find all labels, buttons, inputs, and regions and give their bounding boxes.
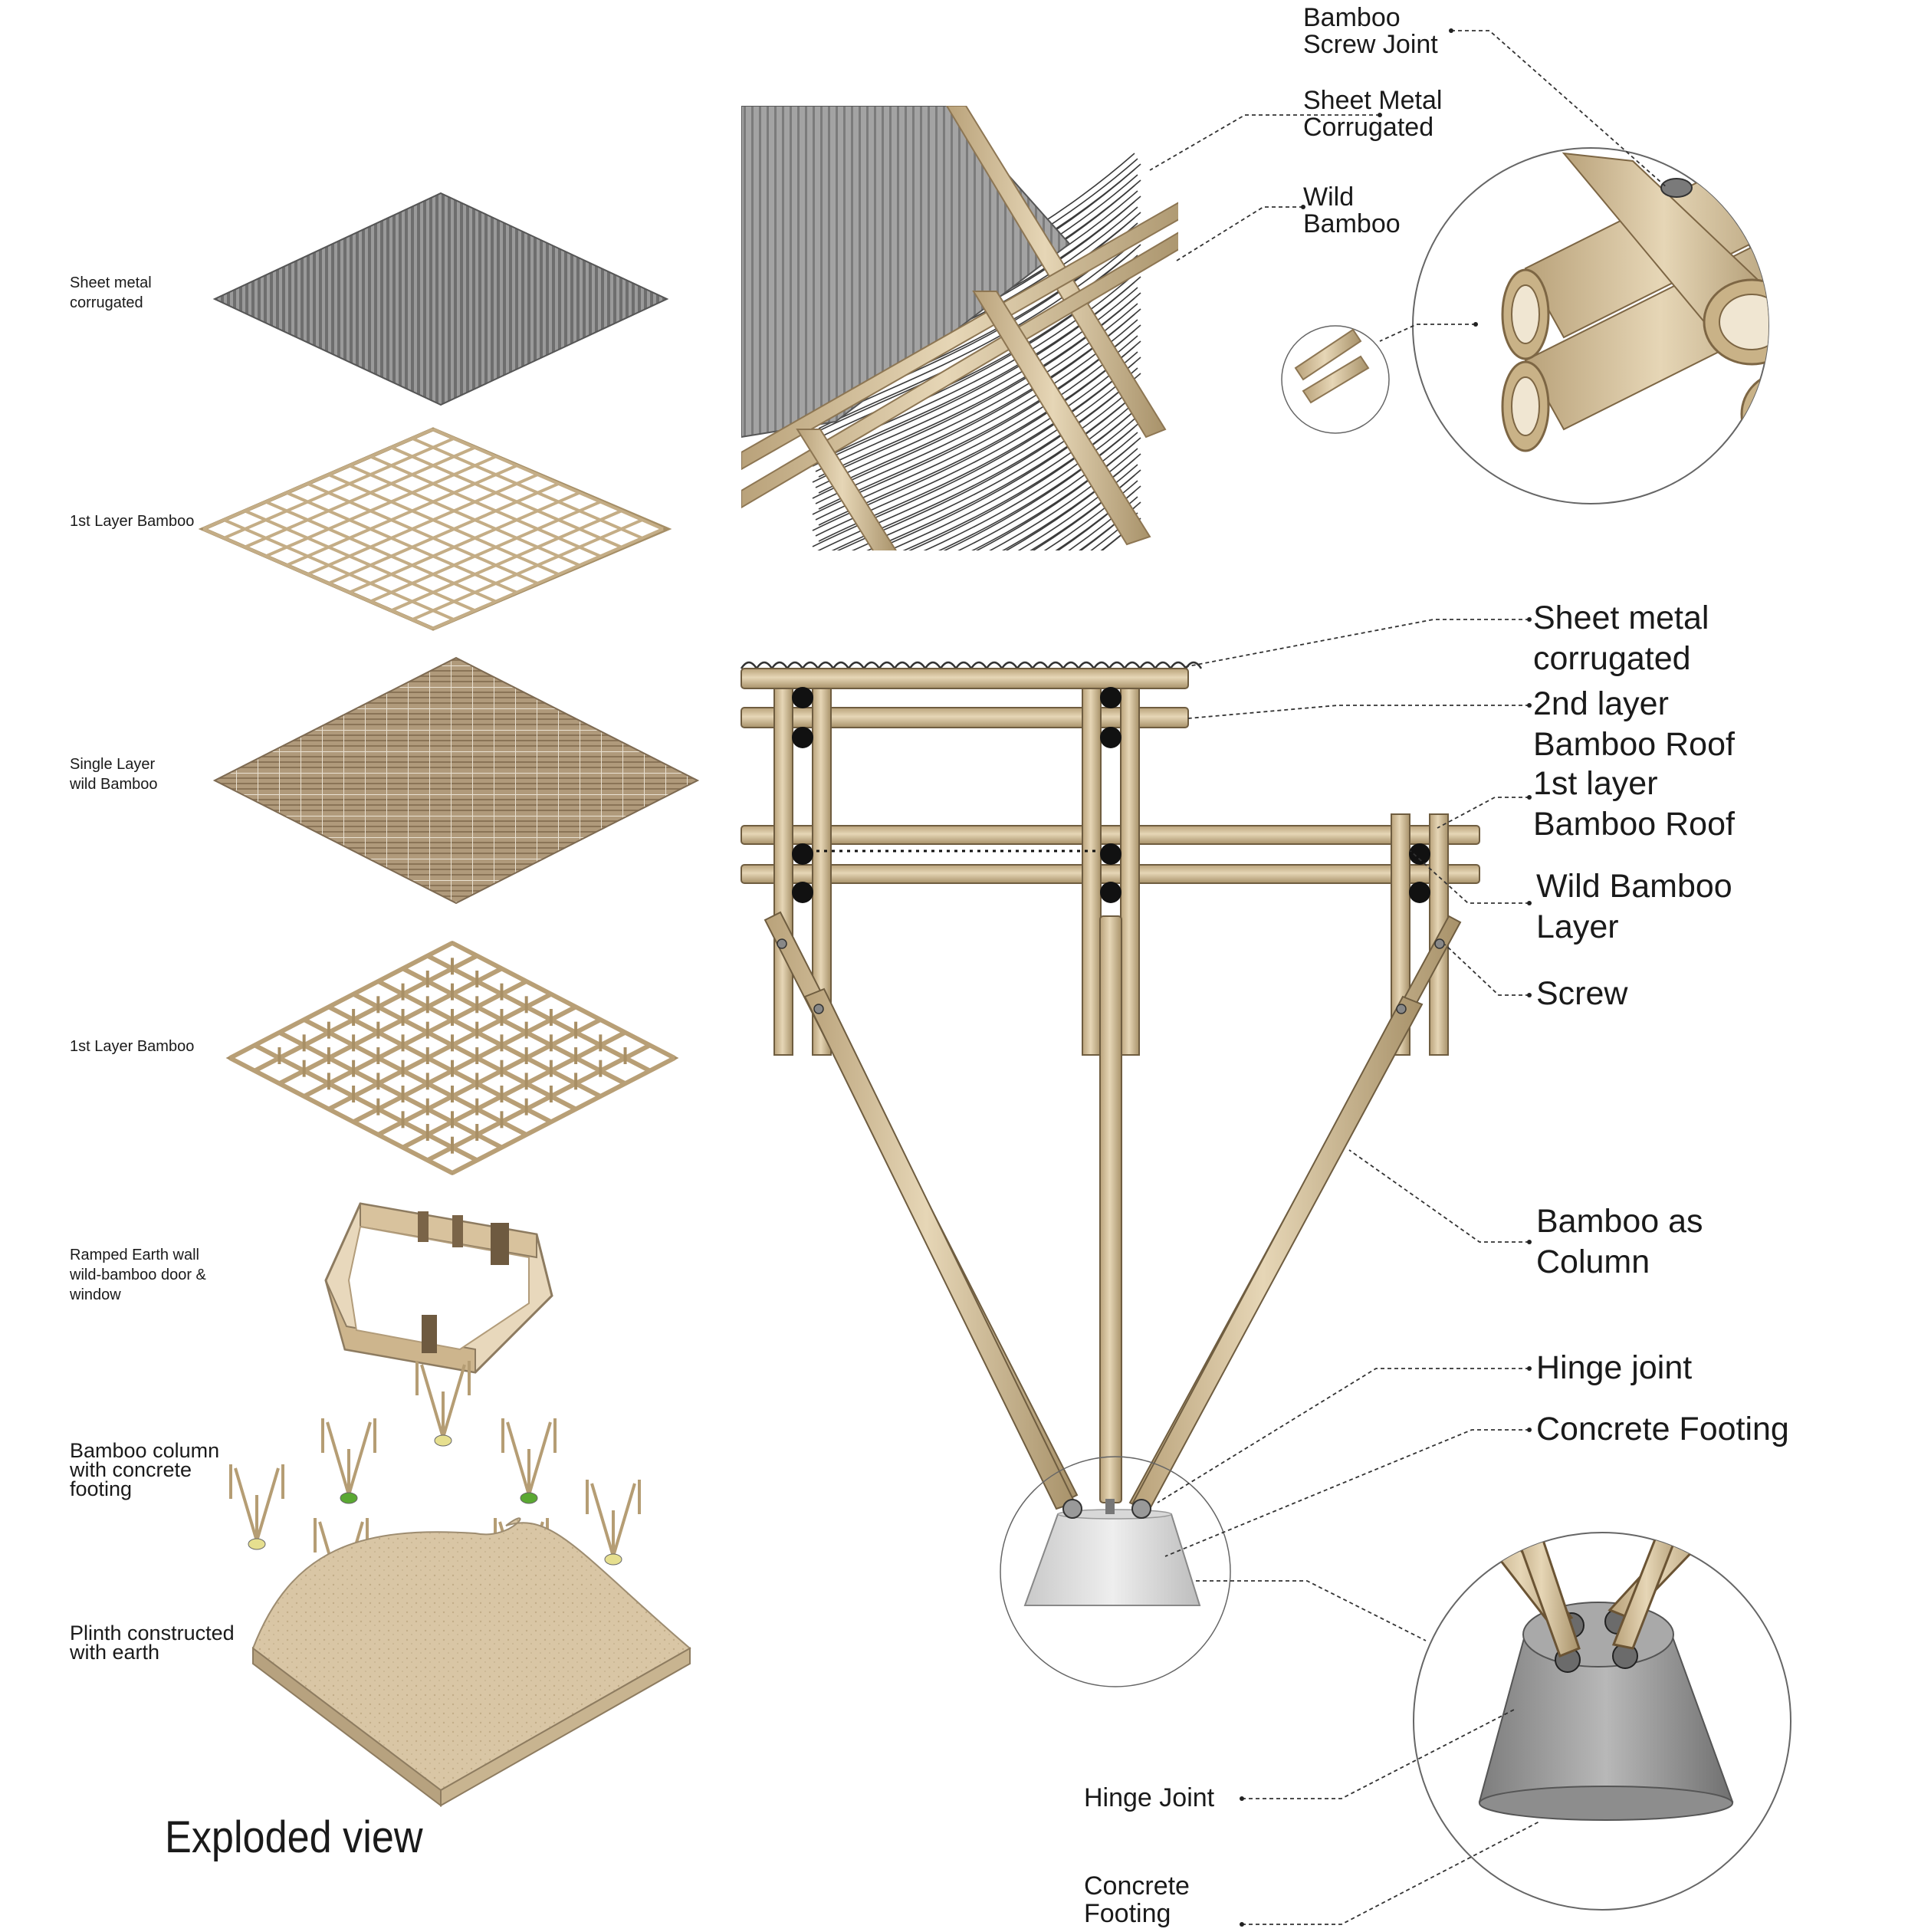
beam-top: [741, 668, 1189, 689]
thatch-strand: [975, 442, 1135, 550]
column-group: [764, 911, 1462, 1510]
joint-dot: [1409, 882, 1430, 903]
exploded-column: [229, 1464, 284, 1550]
elevation-footing: [1023, 1499, 1201, 1606]
beam-3: [741, 825, 1480, 845]
joint-dot: [1100, 687, 1121, 708]
label-exploded-plinth: Plinth constructed with earth: [70, 1622, 235, 1664]
footing-zoom: [1413, 1532, 1791, 1911]
label-roof-sheet-metal: Sheet Metal Corrugated: [1303, 86, 1443, 142]
beam-2: [741, 707, 1189, 728]
label-elev-wild-layer: Wild Bamboo Layer: [1536, 868, 1732, 945]
label-exploded-wild-bamboo: Single Layer wild Bamboo: [70, 756, 158, 793]
grid-b: [228, 941, 676, 1175]
exploded-bamboo-grid-1: [198, 427, 672, 631]
thatch-strand: [817, 367, 1138, 550]
grid-a: [202, 428, 664, 630]
screw-joint-pieces: [1294, 328, 1370, 404]
leader-dots: [1240, 28, 1532, 1927]
label-elev-footing: Concrete Footing: [1536, 1411, 1789, 1447]
thatch-strand: [1005, 458, 1135, 550]
elevation-sheet-profile: [740, 661, 1203, 671]
thatch-strand: [815, 303, 1138, 488]
label-screw-joint: Bamboo Screw Joint: [1303, 3, 1438, 59]
exploded-bamboo-grid-2: [225, 941, 679, 1175]
thatch-strand: [1057, 491, 1135, 550]
label-roof-wild-bamboo: Wild Bamboo: [1303, 182, 1401, 238]
exploded-column: [586, 1480, 641, 1566]
thatch-strand: [1079, 507, 1135, 550]
label-exploded-columns: Bamboo column with concrete footing: [70, 1439, 220, 1500]
exploded-plinth: [251, 1517, 691, 1808]
label-footing-concrete: Concrete Footing: [1084, 1871, 1190, 1928]
label-elev-sheet-metal: Sheet metal corrugated: [1533, 600, 1709, 677]
beam-4: [741, 864, 1480, 884]
joint-dot: [1100, 843, 1121, 865]
exploded-wild-bamboo: [212, 656, 700, 905]
thatch-strand: [1032, 475, 1135, 550]
label-exploded-sheet-metal: Sheet metal corrugated: [70, 274, 152, 311]
joint-dot: [792, 727, 813, 748]
label-exploded-earth-wall: Ramped Earth wall wild-bamboo door & win…: [70, 1247, 206, 1303]
elevation: [740, 661, 1480, 1687]
thatch-strand: [851, 383, 1138, 550]
label-exploded-bamboo-2: 1st Layer Bamboo: [70, 1038, 195, 1055]
label-elev-screw: Screw: [1536, 975, 1628, 1012]
thatch-strand: [812, 297, 1135, 483]
exploded-earth-wall: [324, 1202, 553, 1374]
label-elev-column: Bamboo as Column: [1536, 1203, 1703, 1280]
label-elev-roof-1: 1st layer Bamboo Roof: [1533, 765, 1735, 843]
leader-lines: [1149, 30, 1668, 1925]
exploded-sheet-metal: [212, 192, 669, 406]
thatch-strand: [1068, 496, 1138, 550]
exploded-column: [415, 1361, 471, 1447]
label-exploded-bamboo-1: 1st Layer Bamboo: [70, 513, 195, 530]
thatch-strand: [1043, 480, 1138, 550]
label-elev-hinge: Hinge joint: [1536, 1349, 1693, 1386]
joint-dot: [792, 843, 813, 865]
label-elev-roof-2: 2nd layer Bamboo Roof: [1533, 685, 1735, 763]
joint-dots: [792, 687, 1430, 903]
exploded-column: [321, 1418, 376, 1504]
joint-dot: [792, 882, 813, 903]
joint-dot: [1409, 843, 1430, 865]
thatch-strand: [812, 362, 1135, 547]
footing-magnifier: [1000, 1456, 1231, 1687]
joint-dot: [1100, 882, 1121, 903]
thatch-strand: [1017, 464, 1138, 550]
exploded-column: [501, 1418, 557, 1504]
exploded-view-title: Exploded view: [165, 1812, 423, 1862]
thatch-strand: [836, 378, 1135, 550]
joint-dot: [1100, 727, 1121, 748]
exploded-view: [198, 192, 700, 1808]
roof-detail: [741, 106, 1390, 550]
screw-joint-zoom: [1412, 147, 1769, 504]
label-footing-hinge: Hinge Joint: [1084, 1783, 1215, 1812]
joint-dot: [792, 687, 813, 708]
thatch-strand: [989, 448, 1138, 550]
